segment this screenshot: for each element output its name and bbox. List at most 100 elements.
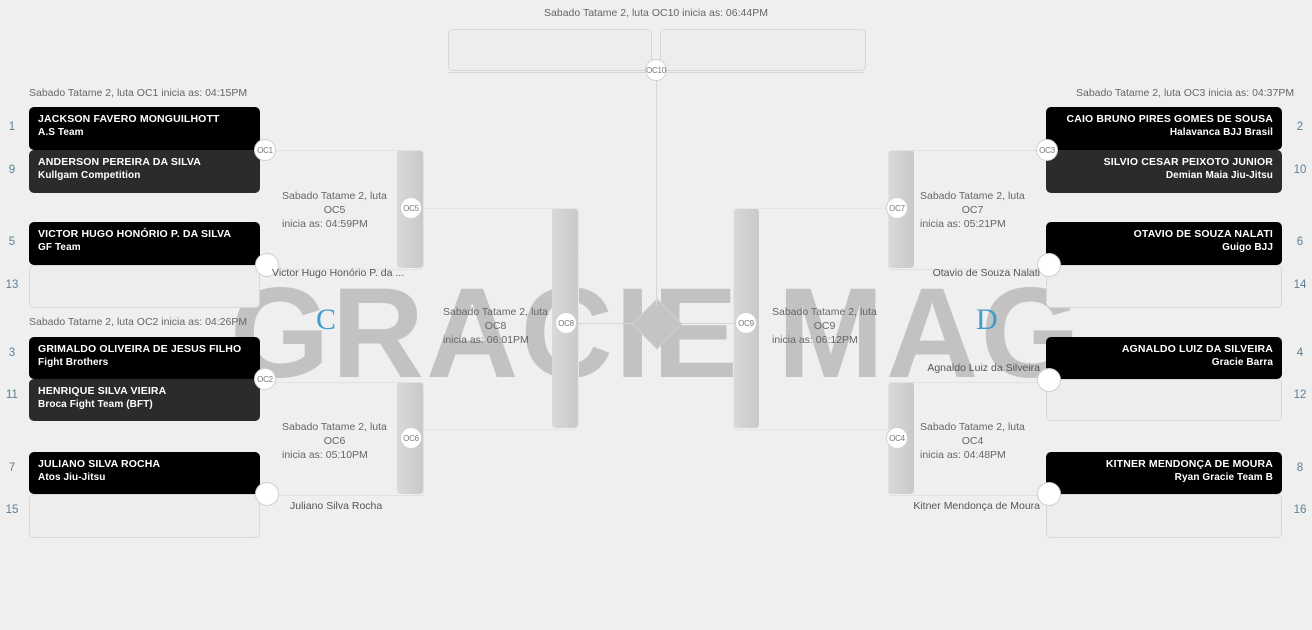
caption-oc7-line3: inicia as: 05:21PM <box>920 218 1006 230</box>
caption-oc4-line1: Sabado Tatame 2, luta <box>920 421 1025 433</box>
competitor-name: AGNALDO LUIZ DA SILVEIRA <box>1121 343 1273 355</box>
center-line-right <box>674 323 734 324</box>
final-slot-left[interactable] <box>448 29 652 71</box>
competitor-name: JACKSON FAVERO MONGUILHOTT <box>38 113 220 125</box>
caption-oc9-line3: inicia as: 06:12PM <box>772 334 858 346</box>
seed-right-3: 6 <box>1296 236 1304 248</box>
competitor-team: Gracie Barra <box>1211 357 1273 368</box>
caption-oc9-line2: OC9 <box>813 320 836 332</box>
caption-oc6: Sabado Tatame 2, luta OC6 inicia as: 05:… <box>282 420 472 462</box>
advance-label-oc6: Juliano Silva Rocha <box>290 500 383 512</box>
competitor-slot-right-1[interactable]: CAIO BRUNO PIRES GOMES DE SOUSA Halavanc… <box>1046 107 1282 150</box>
caption-oc5-line2: OC5 <box>323 204 346 216</box>
caption-oc8: Sabado Tatame 2, luta OC8 inicia as: 06:… <box>443 305 633 347</box>
advance-label-oc3: Agnaldo Luiz da Silveira <box>927 362 1040 374</box>
seed-right-6: 12 <box>1293 389 1307 401</box>
caption-oc1: Sabado Tatame 2, luta OC1 inicia as: 04:… <box>29 87 248 99</box>
competitor-team: Ryan Gracie Team B <box>1174 472 1273 483</box>
competitor-name: JULIANO SILVA ROCHA <box>38 458 161 470</box>
competitor-slot-left-5[interactable]: GRIMALDO OLIVEIRA DE JESUS FILHO Fight B… <box>29 337 260 379</box>
caption-oc5-line3: inicia as: 04:59PM <box>282 218 368 230</box>
competitor-team: Atos Jiu-Jitsu <box>38 472 106 483</box>
seed-left-2: 9 <box>8 164 16 176</box>
node-left-bye-7-15[interactable] <box>255 482 279 506</box>
competitor-name: SILVIO CESAR PEIXOTO JUNIOR <box>1103 156 1273 168</box>
seed-left-4: 13 <box>5 279 19 291</box>
caption-oc9: Sabado Tatame 2, luta OC9 inicia as: 06:… <box>772 305 962 347</box>
final-caption: Sabado Tatame 2, luta OC10 inicia as: 06… <box>544 7 768 19</box>
advance-label-oc5: Victor Hugo Honório P. da ... <box>272 267 405 279</box>
caption-oc4-line2: OC4 <box>961 435 984 447</box>
competitor-slot-left-8[interactable] <box>29 494 260 538</box>
competitor-slot-left-6[interactable]: HENRIQUE SILVA VIEIRA Broca Fight Team (… <box>29 379 260 421</box>
seed-right-5: 4 <box>1296 347 1304 359</box>
caption-oc6-line2: OC6 <box>323 435 346 447</box>
node-right-bye-6-14[interactable] <box>1037 253 1061 277</box>
node-right-bye-8-16[interactable] <box>1037 482 1061 506</box>
caption-oc8-line1: Sabado Tatame 2, luta <box>443 306 548 318</box>
caption-oc8-line2: OC8 <box>484 320 507 332</box>
seed-right-1: 2 <box>1296 121 1304 133</box>
caption-oc9-line1: Sabado Tatame 2, luta <box>772 306 877 318</box>
competitor-slot-left-2[interactable]: ANDERSON PEREIRA DA SILVA Kullgam Compet… <box>29 150 260 193</box>
seed-left-8: 15 <box>5 504 19 516</box>
competitor-slot-right-4[interactable] <box>1046 265 1282 308</box>
node-oc2[interactable]: OC2 <box>254 368 276 390</box>
competitor-team: Fight Brothers <box>38 357 109 368</box>
competitor-slot-left-1[interactable]: JACKSON FAVERO MONGUILHOTT A.S Team <box>29 107 260 150</box>
caption-oc7-line2: OC7 <box>961 204 984 216</box>
bracket-letter-left: C <box>316 303 337 336</box>
seed-right-2: 10 <box>1293 164 1307 176</box>
caption-oc4: Sabado Tatame 2, luta OC4 inicia as: 04:… <box>920 420 1110 462</box>
competitor-slot-right-6[interactable] <box>1046 379 1282 421</box>
caption-oc4-line3: inicia as: 04:48PM <box>920 449 1006 461</box>
node-oc1[interactable]: OC1 <box>254 139 276 161</box>
competitor-team: A.S Team <box>38 127 84 138</box>
competitor-name: KITNER MENDONÇA DE MOURA <box>1105 458 1273 470</box>
bracket-letter-right: D <box>976 303 998 336</box>
caption-oc6-line1: Sabado Tatame 2, luta <box>282 421 387 433</box>
node-right-bye-4-12[interactable] <box>1037 368 1061 392</box>
competitor-slot-right-2[interactable]: SILVIO CESAR PEIXOTO JUNIOR Demian Maia … <box>1046 150 1282 193</box>
caption-oc5: Sabado Tatame 2, luta OC5 inicia as: 04:… <box>282 189 472 231</box>
caption-oc8-line3: inicia as: 06:01PM <box>443 334 529 346</box>
node-left-bye-5-13[interactable] <box>255 253 279 277</box>
competitor-slot-left-7[interactable]: JULIANO SILVA ROCHA Atos Jiu-Jitsu <box>29 452 260 494</box>
seed-left-3: 5 <box>8 236 16 248</box>
node-oc4[interactable]: OC4 <box>886 427 908 449</box>
seed-left-1: 1 <box>8 121 16 133</box>
advance-label-oc7: Otavio de Souza Nalati <box>932 267 1040 279</box>
seed-right-7: 8 <box>1296 462 1304 474</box>
competitor-team: Guigo BJJ <box>1222 242 1273 253</box>
node-oc10[interactable]: OC10 <box>645 59 667 81</box>
final-slot-right[interactable] <box>660 29 866 71</box>
node-oc8[interactable]: OC8 <box>555 312 577 334</box>
competitor-name: OTAVIO DE SOUZA NALATI <box>1133 228 1273 240</box>
advance-label-oc4: Kitner Mendonça de Moura <box>913 500 1040 512</box>
competitor-slot-right-8[interactable] <box>1046 494 1282 538</box>
node-oc5[interactable]: OC5 <box>400 197 422 219</box>
competitor-name: GRIMALDO OLIVEIRA DE JESUS FILHO <box>38 343 242 355</box>
competitor-slot-right-3[interactable]: OTAVIO DE SOUZA NALATI Guigo BJJ <box>1046 222 1282 265</box>
competitor-name: CAIO BRUNO PIRES GOMES DE SOUSA <box>1066 113 1273 125</box>
competitor-slot-left-3[interactable]: VICTOR HUGO HONÓRIO P. DA SILVA GF Team <box>29 222 260 265</box>
competitor-team: Demian Maia Jiu-Jitsu <box>1165 170 1273 181</box>
left-group-frame-3 <box>423 208 579 430</box>
node-oc7[interactable]: OC7 <box>886 197 908 219</box>
node-oc3[interactable]: OC3 <box>1036 139 1058 161</box>
competitor-name: VICTOR HUGO HONÓRIO P. DA SILVA <box>38 228 232 240</box>
competitor-slot-right-5[interactable]: AGNALDO LUIZ DA SILVEIRA Gracie Barra <box>1046 337 1282 379</box>
node-oc6[interactable]: OC6 <box>400 427 422 449</box>
competitor-team: Broca Fight Team (BFT) <box>38 399 153 410</box>
node-oc9[interactable]: OC9 <box>735 312 757 334</box>
competitor-slot-right-7[interactable]: KITNER MENDONÇA DE MOURA Ryan Gracie Tea… <box>1046 452 1282 494</box>
seed-right-4: 14 <box>1293 279 1307 291</box>
caption-oc5-line1: Sabado Tatame 2, luta <box>282 190 387 202</box>
competitor-slot-left-4[interactable] <box>29 265 260 308</box>
caption-oc7-line1: Sabado Tatame 2, luta <box>920 190 1025 202</box>
caption-oc2: Sabado Tatame 2, luta OC2 inicia as: 04:… <box>29 316 248 328</box>
final-stem-line <box>656 72 657 306</box>
caption-oc3: Sabado Tatame 2, luta OC3 inicia as: 04:… <box>1076 87 1295 99</box>
competitor-team: GF Team <box>38 242 81 253</box>
